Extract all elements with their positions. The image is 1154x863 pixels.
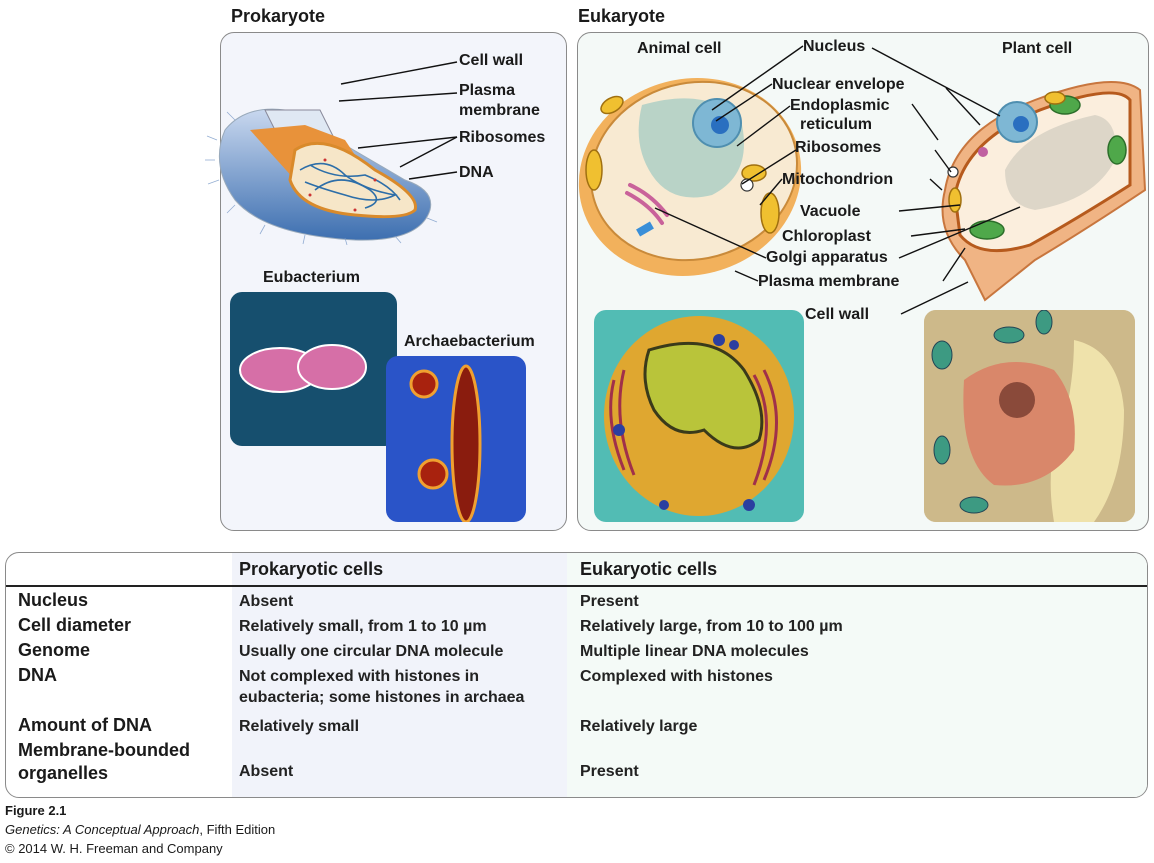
copyright: © 2014 W. H. Freeman and Company (5, 841, 223, 856)
cell-prok-amount-of-dna: Relatively small (239, 718, 360, 735)
prokaryote-cell-illustration (205, 108, 438, 245)
cell-euk-genome: Multiple linear DNA molecules (580, 643, 809, 660)
archaebacterium-label: Archaebacterium (404, 333, 535, 350)
row-label-cell-diameter: Cell diameter (18, 615, 132, 635)
row-label-organelles: organelles (18, 763, 109, 783)
label-vacuole: Vacuole (800, 203, 861, 220)
row-label-dna: DNA (18, 665, 57, 685)
row-label-genome: Genome (18, 640, 91, 660)
header-divider (6, 585, 1147, 587)
book-title-line: Genetics: A Conceptual Approach, Fifth E… (5, 821, 275, 838)
row-label-nucleus: Nucleus (18, 590, 89, 610)
plant-cell-title: Plant cell (1002, 40, 1073, 57)
header-prokaryotic: Prokaryotic cells (239, 559, 384, 579)
label-plasma-membrane-prok-1: Plasma (459, 82, 516, 99)
book-edition: , Fifth Edition (199, 822, 276, 837)
prokaryotic-column-bg (232, 553, 567, 797)
label-cell-wall-prok: Cell wall (459, 52, 524, 69)
archaebacterium-photo (386, 356, 526, 522)
label-golgi-apparatus: Golgi apparatus (766, 249, 888, 266)
animal-cell-micrograph (594, 310, 804, 522)
cell-prok-organelles: Absent (239, 763, 294, 780)
eubacterium-photo (230, 292, 397, 446)
label-nuclear-envelope: Nuclear envelope (772, 76, 905, 93)
row-label-amount-of-dna: Amount of DNA (18, 715, 152, 735)
cell-euk-nucleus: Present (580, 593, 639, 610)
cell-prok-dna-line2: eubacteria; some histones in archaea (239, 689, 525, 706)
cell-prok-genome: Usually one circular DNA molecule (239, 643, 504, 660)
figure-number: Figure 2.1 (5, 803, 67, 818)
plant-cell-illustration (941, 81, 1147, 302)
label-chloroplast: Chloroplast (782, 228, 871, 245)
label-dna-prok: DNA (459, 164, 494, 181)
cell-euk-amount-of-dna: Relatively large (580, 718, 698, 735)
cell-prok-nucleus: Absent (239, 593, 294, 610)
label-nucleus: Nucleus (803, 38, 866, 55)
plant-cell-micrograph (924, 310, 1135, 522)
label-plasma-membrane-prok-2: membrane (459, 102, 540, 119)
book-title: Genetics: A Conceptual Approach (5, 822, 200, 837)
label-endoplasmic-reticulum-2: reticulum (800, 116, 873, 133)
row-label-membrane-bounded: Membrane-bounded (18, 740, 191, 760)
cell-prok-dna-line1: Not complexed with histones in (239, 668, 480, 685)
cell-euk-organelles: Present (580, 763, 639, 780)
label-ribosomes-euk: Ribosomes (795, 139, 882, 156)
label-ribosomes-prok: Ribosomes (459, 129, 546, 146)
label-mitochondrion: Mitochondrion (782, 171, 894, 188)
cell-prok-cell-diameter: Relatively small, from 1 to 10 µm (239, 618, 487, 635)
label-cell-wall-euk: Cell wall (805, 306, 870, 323)
eukaryotic-column-bg (567, 553, 1147, 797)
label-plasma-membrane-euk: Plasma membrane (758, 273, 900, 290)
animal-cell-title: Animal cell (637, 40, 722, 57)
label-endoplasmic-reticulum-1: Endoplasmic (790, 97, 890, 114)
eubacterium-label: Eubacterium (263, 269, 360, 286)
prokaryote-title: Prokaryote (231, 6, 326, 26)
cell-euk-cell-diameter: Relatively large, from 10 to 100 µm (580, 618, 843, 635)
comparison-table: Prokaryotic cells Eukaryotic cells Nucle… (5, 552, 1148, 798)
cell-euk-dna: Complexed with histones (580, 668, 773, 685)
eukaryote-title: Eukaryote (578, 6, 666, 26)
header-eukaryotic: Eukaryotic cells (580, 559, 718, 579)
